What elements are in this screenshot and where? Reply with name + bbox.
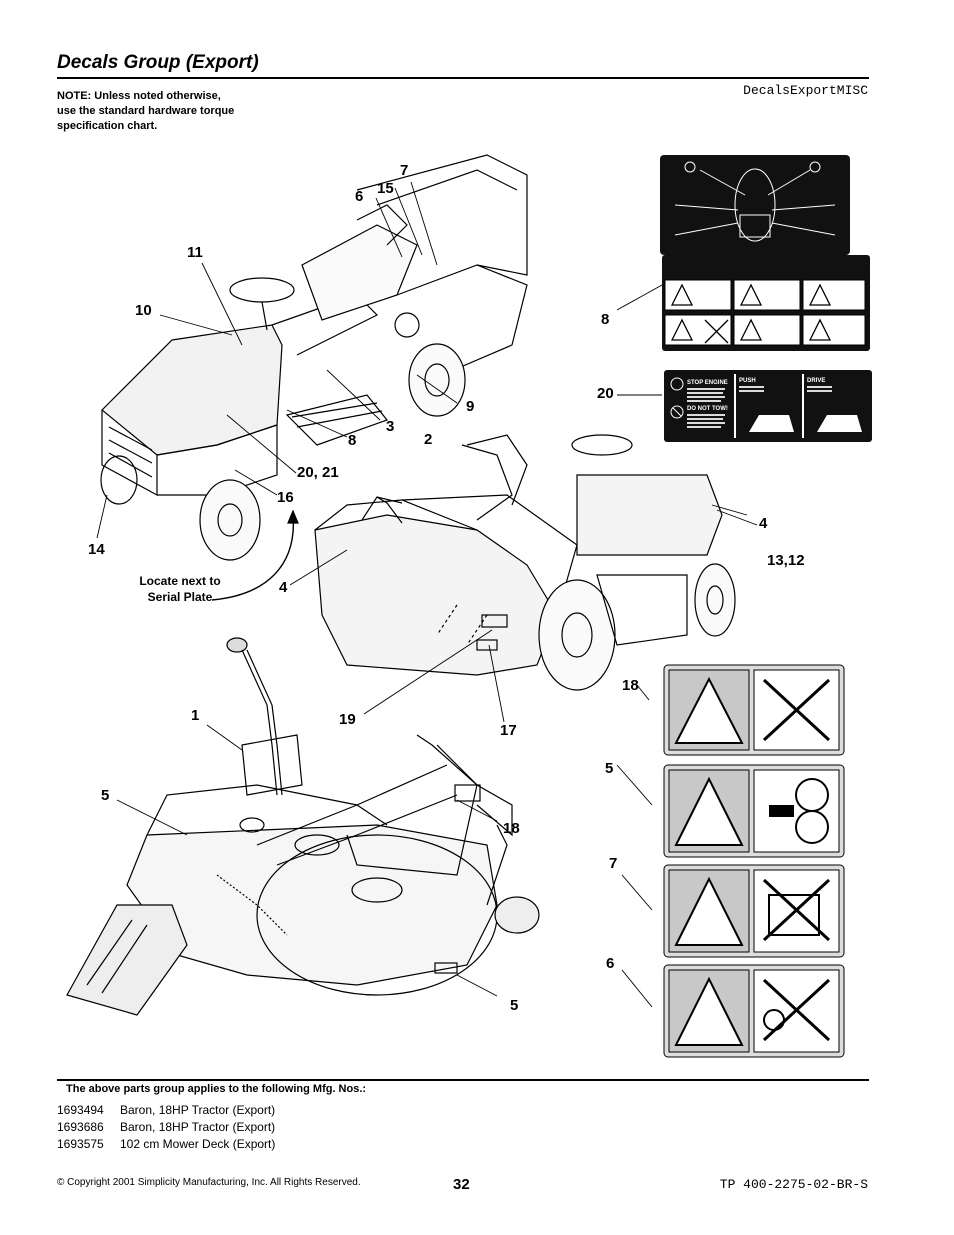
callout-5-decal: 5 bbox=[605, 760, 614, 777]
note-line: NOTE: Unless noted otherwise, bbox=[57, 90, 221, 102]
header-rule bbox=[57, 77, 869, 79]
torque-note: NOTE: Unless noted otherwise, use the st… bbox=[57, 89, 297, 134]
mfg-number: 1693494 bbox=[57, 1103, 104, 1117]
callout-20-21: 20, 21 bbox=[297, 464, 339, 481]
callout-8: 8 bbox=[348, 432, 357, 449]
note-line: specification chart. bbox=[57, 120, 158, 132]
locate-line: Serial Plate bbox=[147, 590, 213, 604]
mfg-heading: The above parts group applies to the fol… bbox=[66, 1083, 367, 1095]
arrow-head bbox=[287, 509, 299, 524]
callout-16: 16 bbox=[277, 489, 294, 506]
copyright: © Copyright 2001 Simplicity Manufacturin… bbox=[57, 1177, 361, 1188]
callout-7-decal: 7 bbox=[609, 855, 618, 872]
push-text: PUSH bbox=[739, 378, 756, 384]
callout-14: 14 bbox=[88, 541, 105, 558]
callout-6: 6 bbox=[355, 188, 364, 205]
warning-decal-6 bbox=[663, 964, 845, 1058]
callout-19: 19 bbox=[339, 711, 356, 728]
callout-7: 7 bbox=[400, 162, 409, 179]
do-not-tow-text: DO NOT TOW! bbox=[687, 406, 728, 412]
callout-17: 17 bbox=[500, 722, 517, 739]
callout-5-deck: 5 bbox=[510, 997, 519, 1014]
stop-engine-text: STOP ENGINE bbox=[687, 380, 728, 386]
rear-tractor-illustration bbox=[314, 434, 736, 691]
callout-13-12: 13,12 bbox=[767, 552, 805, 569]
mfg-description: Baron, 18HP Tractor (Export) bbox=[120, 1120, 276, 1134]
callout-6-decal: 6 bbox=[606, 955, 615, 972]
warning-decal-18 bbox=[663, 664, 845, 756]
mfg-rule bbox=[57, 1079, 869, 1081]
callout-8-decal: 8 bbox=[601, 311, 610, 328]
callout-1: 1 bbox=[191, 707, 200, 724]
mfg-list: 1693494 Baron, 18HP Tractor (Export) 169… bbox=[57, 1102, 275, 1153]
callout-18: 18 bbox=[503, 820, 520, 837]
callout-10: 10 bbox=[135, 302, 152, 319]
doc-code: TP 400-2275-02-BR-S bbox=[719, 1177, 868, 1192]
mfg-row: 1693575 102 cm Mower Deck (Export) bbox=[57, 1136, 275, 1153]
drive-text: DRIVE bbox=[807, 378, 825, 384]
callout-9: 9 bbox=[466, 398, 475, 415]
callout-18-decal: 18 bbox=[622, 677, 639, 694]
callout-4-right: 4 bbox=[759, 515, 768, 532]
locate-line: Locate next to bbox=[139, 574, 221, 588]
page-title: Decals Group (Export) bbox=[57, 52, 259, 73]
callout-4: 4 bbox=[279, 579, 288, 596]
mfg-number: 1693575 bbox=[57, 1137, 104, 1151]
ref-code: DecalsExportMISC bbox=[743, 83, 868, 98]
control-decal bbox=[660, 155, 870, 351]
warning-decals bbox=[663, 664, 845, 1058]
leader-lines bbox=[96, 181, 758, 1008]
callout-20: 20 bbox=[597, 385, 614, 402]
warning-decal-7 bbox=[663, 864, 845, 958]
callout-15: 15 bbox=[377, 180, 394, 197]
note-line: use the standard hardware torque bbox=[57, 105, 235, 117]
warning-decal-5 bbox=[663, 764, 845, 858]
stop-push-drive-decal: STOP ENGINE DO NOT TOW! PUSH DRIVE bbox=[664, 370, 872, 442]
callout-3: 3 bbox=[386, 418, 395, 435]
mfg-row: 1693686 Baron, 18HP Tractor (Export) bbox=[57, 1119, 275, 1136]
mfg-description: Baron, 18HP Tractor (Export) bbox=[120, 1103, 276, 1117]
front-tractor-illustration bbox=[100, 154, 528, 561]
mfg-number: 1693686 bbox=[57, 1120, 104, 1134]
locate-arrow bbox=[211, 514, 295, 601]
callout-11: 11 bbox=[187, 244, 203, 261]
mower-deck-illustration bbox=[66, 637, 540, 1016]
locate-note: Locate next to Serial Plate bbox=[130, 573, 230, 605]
page-number: 32 bbox=[453, 1176, 470, 1193]
callout-2: 2 bbox=[424, 431, 433, 448]
mfg-description: 102 cm Mower Deck (Export) bbox=[120, 1137, 276, 1151]
decals-drawing: STOP ENGINE DO NOT TOW! PUSH DRIVE bbox=[66, 154, 872, 1058]
callout-5: 5 bbox=[101, 787, 110, 804]
mfg-row: 1693494 Baron, 18HP Tractor (Export) bbox=[57, 1102, 275, 1119]
